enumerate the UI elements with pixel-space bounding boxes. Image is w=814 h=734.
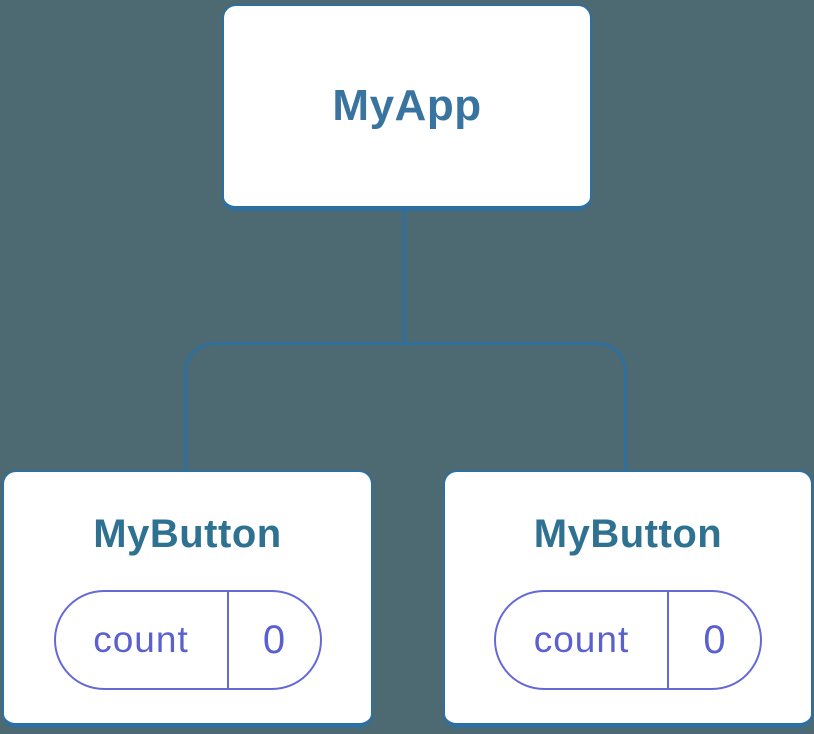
tree-edge-root-stem (403, 210, 406, 344)
tree-edge-branch-bracket (184, 342, 627, 470)
component-node-mybutton-right: MyButton count 0 (443, 470, 813, 728)
state-value-cell: 0 (229, 592, 320, 688)
component-label-mybutton-right: MyButton (533, 512, 723, 556)
state-value-label: 0 (703, 617, 726, 662)
component-label-mybutton-left: MyButton (93, 512, 282, 556)
state-key-cell: count (56, 592, 229, 688)
component-node-mybutton-left: MyButton count 0 (2, 470, 373, 728)
state-value-label: 0 (262, 617, 286, 662)
state-key-cell: count (496, 592, 669, 688)
state-key-label: count (93, 619, 189, 660)
state-value-cell: 0 (669, 592, 760, 688)
component-label-myapp: MyApp (332, 81, 482, 130)
component-node-myapp: MyApp (222, 4, 592, 211)
state-key-label: count (533, 619, 630, 660)
state-pill-right: count 0 (494, 590, 762, 690)
state-pill-left: count 0 (53, 590, 322, 690)
